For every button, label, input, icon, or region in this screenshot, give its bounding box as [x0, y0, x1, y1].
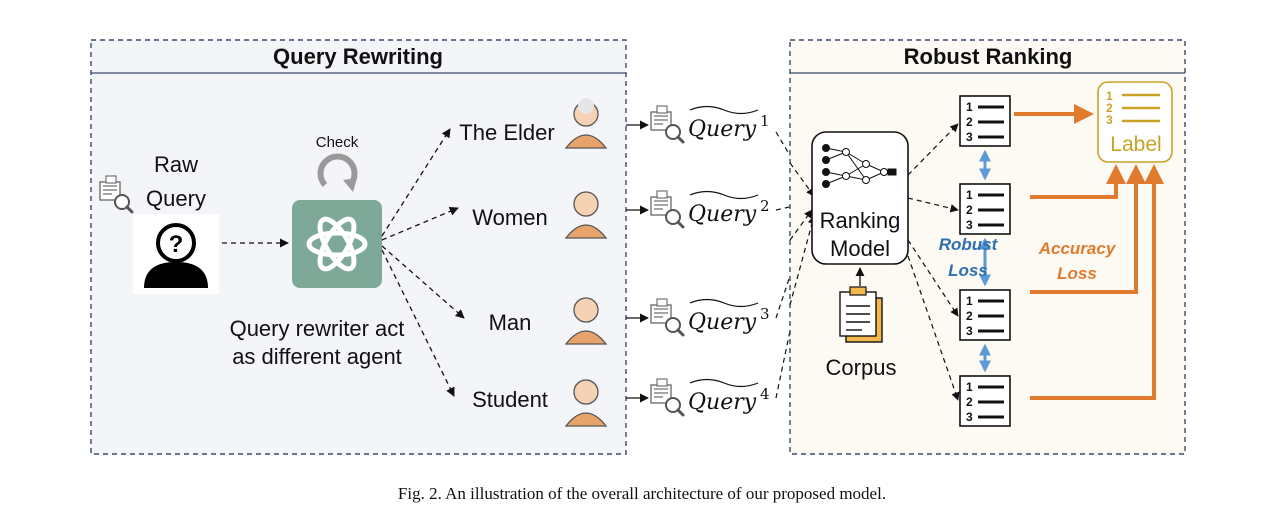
accuracy-loss-label-1: Accuracy	[1038, 239, 1117, 258]
ranking-model-label-2: Model	[830, 236, 890, 261]
svg-text:1: 1	[1106, 89, 1113, 103]
corpus-icon	[839, 286, 883, 343]
query1-sup: 1	[760, 112, 770, 130]
query4-sup: 4	[760, 385, 770, 403]
query2-sup: 2	[760, 197, 770, 215]
query4-text: Query	[688, 390, 757, 415]
agent-label-student: Student	[472, 387, 548, 412]
svg-text:?: ?	[169, 231, 184, 258]
ranked-list-1-icon	[958, 94, 1012, 148]
robust-ranking-panel: Robust Ranking Ranking Model	[789, 39, 1186, 455]
rewriter-caption-2: as different agent	[232, 344, 402, 369]
query3-text: Query	[688, 310, 757, 335]
ranking-model-label-1: Ranking	[820, 208, 901, 233]
agent-label-women: Women	[472, 205, 547, 230]
unknown-user-icon: ?	[133, 214, 219, 294]
rewriter-caption-1: Query rewriter act	[230, 316, 405, 341]
query-rewriting-title: Query Rewriting	[273, 44, 443, 69]
accuracy-loss-label-2: Loss	[1057, 264, 1097, 283]
query4-doc-icon	[649, 377, 685, 417]
neural-network-icon	[822, 144, 897, 188]
raw-query-label-1: Raw	[154, 152, 198, 177]
check-loop-icon	[317, 153, 358, 188]
raw-query-label-2: Query	[146, 186, 206, 211]
query2-text: Query	[688, 202, 757, 227]
query3-doc-icon	[649, 297, 685, 337]
ranked-list-3-icon	[958, 288, 1012, 342]
agent-label-man: Man	[489, 310, 532, 335]
rewritten-queries: Query 1 Query 2 Query 3 Query 4	[626, 104, 817, 417]
query3-sup: 3	[760, 305, 770, 323]
gold-list-icon: 1 2 3	[1106, 89, 1160, 127]
label-text: Label	[1110, 133, 1161, 156]
label-box: 1 2 3 Label	[1097, 81, 1173, 163]
query-rewriting-panel: Query Rewriting Raw Query ? Check Query …	[90, 39, 627, 455]
ranked-list-2-icon	[958, 182, 1012, 236]
chatgpt-rewriter-icon	[292, 200, 382, 288]
check-label: Check	[316, 134, 359, 151]
corpus-label: Corpus	[826, 355, 897, 380]
agent-label-elder: The Elder	[459, 120, 554, 145]
figure-caption: Fig. 2. An illustration of the overall a…	[397, 484, 887, 503]
architecture-diagram: 1 2 3 Query Rewriting Raw Query ? Ch	[90, 39, 1186, 455]
robust-loss-label-2: Loss	[948, 261, 988, 280]
robust-loss-label-1: Robust	[939, 235, 999, 254]
robust-ranking-title: Robust Ranking	[904, 44, 1073, 69]
query1-text: Query	[688, 117, 757, 142]
svg-text:3: 3	[1106, 113, 1113, 127]
svg-text:2: 2	[1106, 101, 1113, 115]
ranking-model-box: Ranking Model	[811, 131, 909, 265]
query1-doc-icon	[649, 104, 685, 144]
accuracy-loss-connectors	[1014, 104, 1164, 400]
query2-doc-icon	[649, 189, 685, 229]
ranked-list-4-icon	[958, 374, 1012, 428]
